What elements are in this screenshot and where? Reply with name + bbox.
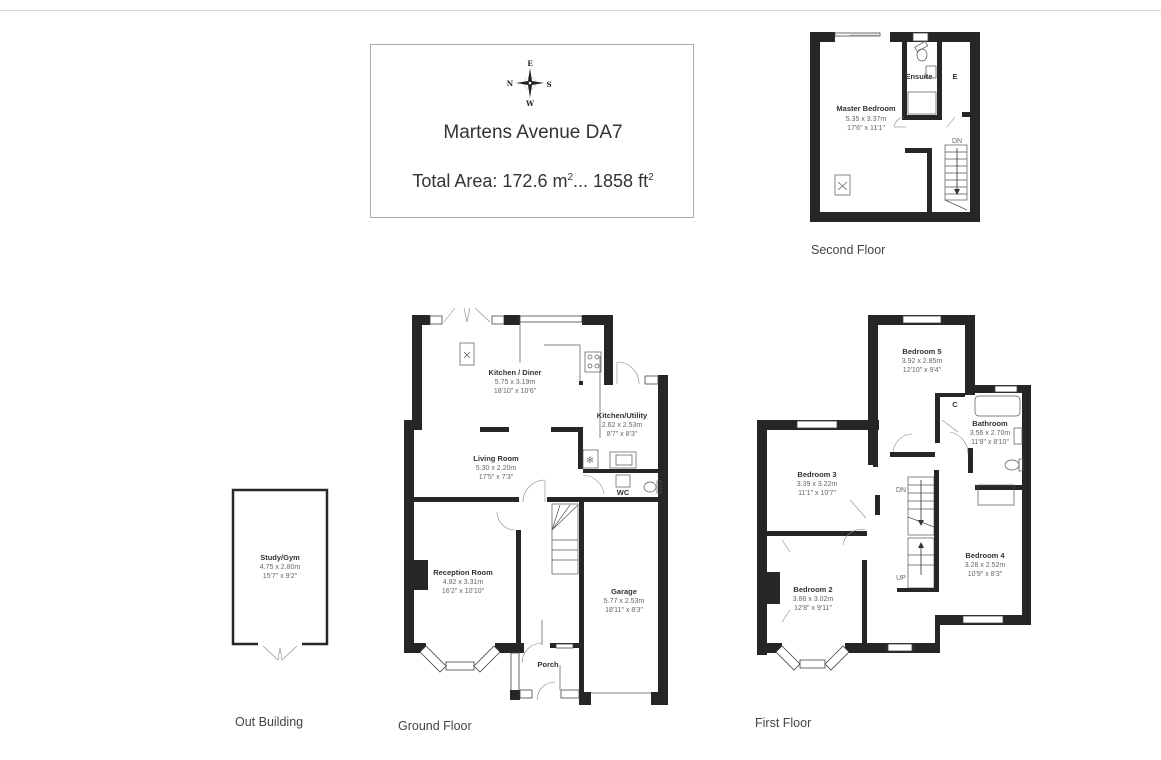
room-name-bedroom-2: Bedroom 2 [793, 585, 832, 594]
room-size-imperial: 10'9" x 8'3" [968, 571, 1003, 578]
room-name-living-room: Living Room [473, 454, 519, 463]
room-size-imperial: 17'5" x 7'3" [479, 474, 514, 481]
outbuilding-label: Out Building [235, 715, 303, 729]
room-size-imperial: 15'7" x 9'2" [263, 573, 298, 580]
ground-floor-label: Ground Floor [398, 719, 472, 733]
compass-label-top: E [527, 59, 532, 68]
room-name-cupboard: C [952, 400, 958, 409]
room-size-metric: 3.92 x 2.85m [902, 358, 943, 365]
second-floor-label: Second Floor [811, 243, 885, 257]
room-name-study-gym: Study/Gym [260, 553, 300, 562]
room-name-kitchen-utility: Kitchen/Utility [597, 411, 648, 420]
room-size-metric: 3.86 x 3.02m [793, 596, 834, 603]
room-size-metric: 2.62 x 2.53m [602, 422, 643, 429]
room-size-metric: 3.28 x 2.52m [965, 562, 1006, 569]
room-size-imperial: 11'8" x 8'10" [971, 439, 1009, 446]
room-size-imperial: 11'1" x 10'7" [798, 490, 836, 497]
top-divider [0, 10, 1161, 11]
room-size-imperial: 17'6" x 11'1" [847, 125, 885, 132]
svg-text:✻: ✻ [586, 455, 594, 465]
room-name-reception-room: Reception Room [433, 568, 493, 577]
room-size-metric: 4.92 x 3.31m [443, 579, 484, 586]
skylight-window [834, 32, 881, 37]
room-size-metric: 5.75 x 3.19m [495, 379, 536, 386]
room-name-bedroom-3: Bedroom 3 [797, 470, 836, 479]
staircase [551, 503, 579, 575]
roof-window [834, 174, 851, 196]
room-size-metric: 5.35 x 3.37m [846, 116, 887, 123]
roof-lantern [459, 342, 475, 366]
room-name-wc: WC [617, 488, 630, 497]
stairs-down-label: DN [952, 138, 962, 145]
room-size-metric: 5.77 x 2.53m [604, 598, 645, 605]
compass-label-bottom: W [525, 99, 534, 108]
compass-icon: E N S W [507, 59, 552, 108]
room-size-metric: 5.30 x 2.20m [476, 465, 517, 472]
bathtub [974, 395, 1021, 417]
room-size-imperial: 18'10" x 10'6" [494, 388, 537, 395]
room-name-bedroom-5: Bedroom 5 [902, 347, 941, 356]
stairs-up-label: UP [896, 575, 906, 582]
room-name-garage: Garage [611, 587, 637, 596]
room-size-metric: 3.39 x 3.22m [797, 481, 838, 488]
room-size-imperial: 12'10" x 9'4" [903, 367, 942, 374]
fireplace [412, 560, 428, 590]
compass-label-left: N [507, 79, 514, 88]
second-floor-plan: Master Bedroom 5.35 x 3.37m 17'6" x 11'1… [810, 32, 980, 222]
room-name-kitchen-diner: Kitchen / Diner [489, 368, 542, 377]
room-size-imperial: 18'11" x 8'3" [605, 607, 643, 614]
room-size-metric: 3.56 x 2.70m [970, 430, 1011, 437]
title-block: E N S W Martens Avenue DA7 Total Area: 1… [370, 44, 694, 218]
sink-icon [609, 451, 637, 469]
stairs-down-label: DN [896, 487, 906, 494]
hob-icon [584, 351, 602, 373]
room-size-imperial: 12'8" x 9'11" [794, 605, 832, 612]
room-size-imperial: 8'7" x 8'3" [607, 431, 638, 438]
room-name-bathroom: Bathroom [972, 419, 1008, 428]
outbuilding-plan: Study/Gym 4.75 x 2.80m 15'7" x 9'2" [231, 488, 329, 661]
room-name-e: E [952, 72, 957, 81]
compass-label-right: S [546, 80, 551, 89]
staircase [944, 144, 968, 211]
staircase [907, 476, 935, 589]
room-name-master-bedroom: Master Bedroom [836, 104, 896, 113]
total-area: Total Area: 172.6 m2... 1858 ft2 [412, 171, 654, 191]
room-size-metric: 4.75 x 2.80m [260, 564, 301, 571]
room-name-porch: Porch [537, 660, 559, 669]
room-size-imperial: 16'2" x 10'10" [442, 588, 485, 595]
fireplace [767, 572, 780, 604]
first-floor-label: First Floor [755, 716, 811, 730]
room-name-bedroom-4: Bedroom 4 [965, 551, 1005, 560]
room-name-ensuite: Ensuite [905, 72, 932, 81]
title-frame [370, 44, 694, 218]
first-floor-plan: Bedroom 5 3.92 x 2.85m 12'10" x 9'4" C B… [757, 315, 1031, 671]
property-address: Martens Avenue DA7 [443, 122, 622, 143]
ground-floor-plan: ✻ [404, 307, 668, 705]
